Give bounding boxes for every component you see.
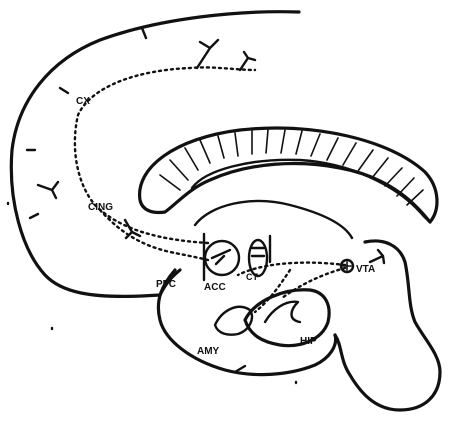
ct-nucleus-mark: [252, 248, 264, 256]
label-vta: VTA: [356, 264, 375, 275]
label-cx: CX: [76, 96, 90, 107]
cortex-ticks: [27, 28, 146, 218]
label-hip: HIP: [300, 336, 317, 347]
label-amy: AMY: [197, 346, 220, 357]
ventral-tick: [235, 366, 245, 372]
fornix: [195, 201, 352, 238]
label-pfc: PFC: [156, 279, 176, 290]
label-cing: CING: [88, 202, 113, 213]
hippocampus-inner: [265, 302, 300, 322]
label-acc: ACC: [204, 282, 226, 293]
vta-arrow: [370, 250, 384, 263]
label-ct: CT: [246, 272, 258, 282]
cx-terminal-branches: [197, 40, 255, 70]
corpus-callosum-striations: [160, 130, 423, 205]
acc-nucleus-mark: [212, 250, 230, 264]
stray-dots: [8, 203, 296, 383]
cortex-outline: [11, 12, 299, 297]
ct-nucleus: [249, 240, 267, 276]
corpus-callosum-inner: [192, 160, 430, 223]
